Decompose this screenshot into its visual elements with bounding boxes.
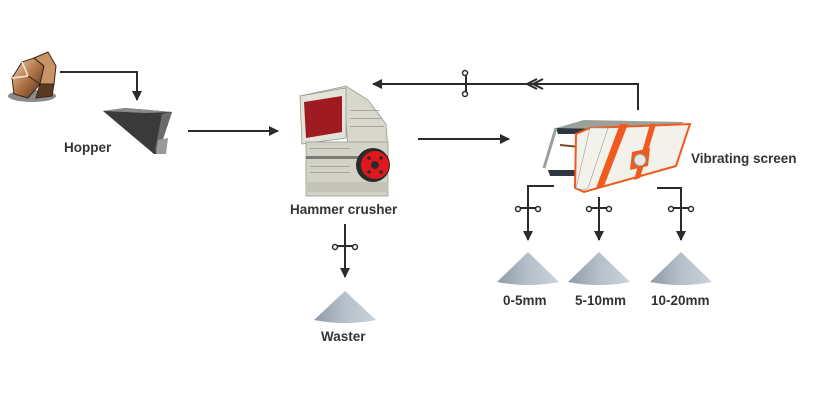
raw-stone-icon: [8, 51, 57, 102]
vibrating-screen-icon: [542, 120, 692, 194]
edge-raw-to-hopper: [60, 71, 142, 101]
valve-symbol-icon: [585, 205, 613, 213]
edge-screen-to-10-20mm: [657, 187, 695, 241]
valve-symbol-icon: [331, 243, 359, 251]
hammer-crusher-label: Hammer crusher: [290, 202, 398, 217]
product-label-5-10mm: 5-10mm: [575, 293, 626, 308]
double-chevron-icon: [524, 78, 538, 90]
material-pile-icon: [568, 252, 630, 285]
material-pile-icon: [497, 252, 559, 285]
valve-symbol-icon: [461, 69, 469, 98]
material-pile-icon: [314, 291, 376, 323]
product-label-10-20mm: 10-20mm: [651, 293, 710, 308]
valve-symbol-icon: [667, 205, 695, 213]
edge-screen-to-5-10mm: [585, 197, 613, 241]
hammer-crusher-icon: [298, 85, 390, 197]
valve-symbol-icon: [514, 205, 542, 213]
material-pile-icon: [650, 252, 712, 285]
hopper-icon: [103, 108, 172, 154]
waste-label: Waster: [321, 329, 366, 344]
hopper-label: Hopper: [64, 140, 112, 155]
vibrating-screen-label: Vibrating screen: [691, 151, 797, 166]
product-label-0-5mm: 0-5mm: [503, 293, 547, 308]
edge-screen-return-to-crusher: [372, 69, 639, 110]
edge-crusher-to-waste: [331, 224, 359, 278]
edge-screen-to-0-5mm: [514, 185, 554, 241]
